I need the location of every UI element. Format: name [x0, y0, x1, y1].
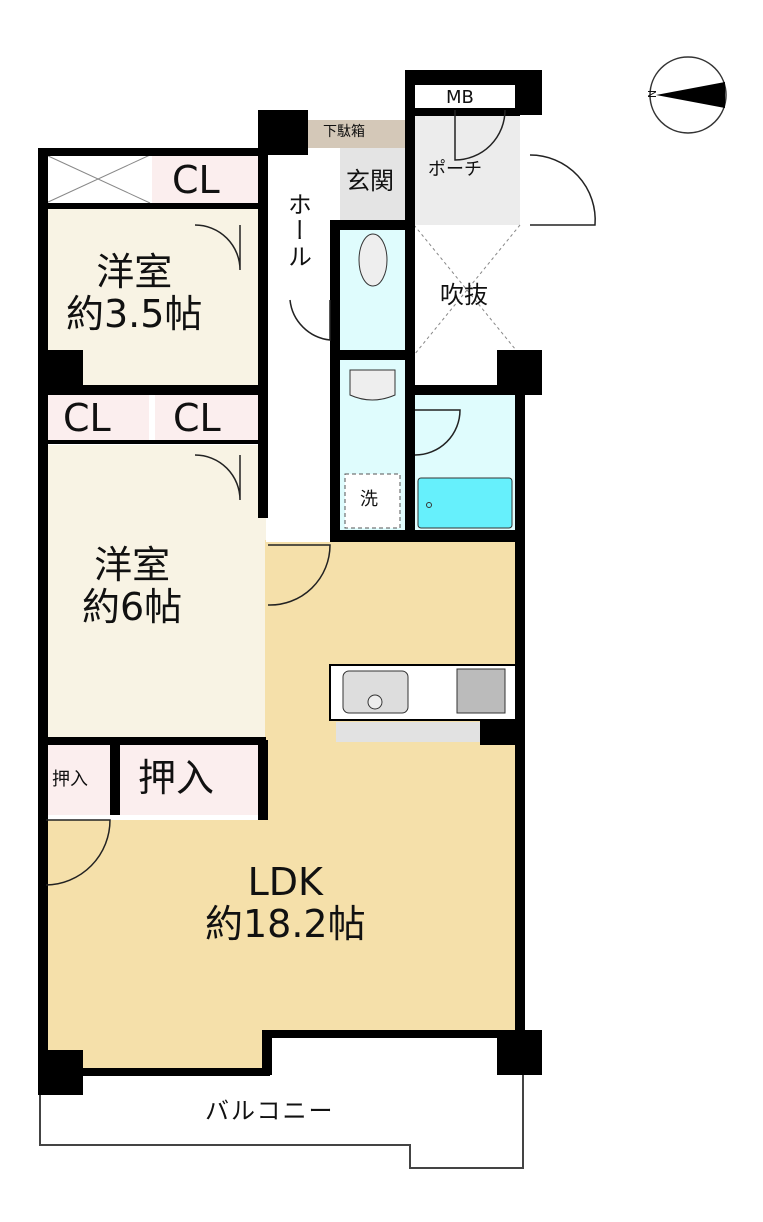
entrance-floor: [340, 148, 408, 220]
stove: [456, 668, 506, 714]
shoe-box-label: 下駄箱: [323, 124, 365, 140]
washer-label: 洗: [360, 489, 378, 510]
entrance-label: 玄関: [346, 167, 394, 195]
oshiire-small-label: 押入: [52, 769, 88, 790]
oshiire-large: [120, 745, 260, 815]
bathtub: [417, 477, 513, 529]
hall-label: ホール: [283, 192, 312, 270]
shoe-box: [305, 120, 405, 148]
door-swings: [45, 109, 596, 886]
closet-top: [152, 155, 258, 205]
meter-box-label: MB: [446, 87, 474, 108]
compass-north-label: N: [645, 89, 659, 99]
meter-box: [415, 85, 515, 110]
wash-basin: [349, 369, 396, 401]
western-small-label: 洋室約3.5帖: [66, 250, 203, 336]
washer-space: [344, 473, 401, 529]
room-western-large: [46, 445, 266, 737]
closet-mid-left: [46, 395, 149, 443]
compass: [649, 56, 727, 134]
void-label: 吹抜: [440, 281, 488, 309]
closet-mid-right-label: CL: [173, 396, 221, 440]
hall-floor: [266, 150, 332, 542]
sink: [342, 670, 409, 714]
balcony-outline: [39, 1075, 524, 1169]
porch-label: ポーチ: [428, 159, 482, 180]
porch-floor: [412, 115, 520, 225]
walls: [38, 70, 542, 1095]
toilet-bowl: [358, 233, 388, 287]
oshiire-large-label: 押入: [138, 756, 215, 800]
closet-mid-left-label: CL: [63, 396, 111, 440]
western-large-label: 洋室約6帖: [82, 543, 183, 629]
balcony-label: バルコニー: [205, 1097, 335, 1125]
closet-mid-right: [155, 395, 258, 443]
oshiire-small: [46, 745, 110, 815]
closet-top-label: CL: [172, 158, 220, 202]
